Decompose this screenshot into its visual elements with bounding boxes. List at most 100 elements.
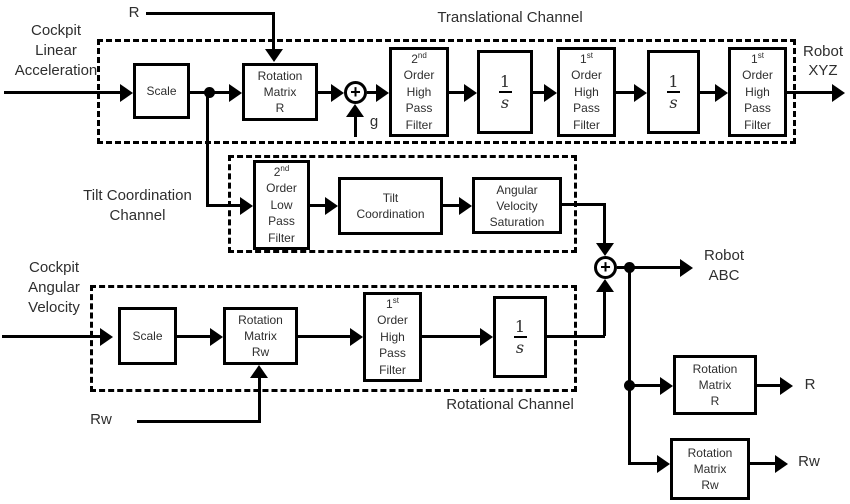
- arrowhead: [596, 243, 614, 256]
- hpf1a-line2: Order: [571, 68, 602, 83]
- fraction-bar: [513, 336, 527, 338]
- connector-integrator-rot-out-h: [547, 335, 605, 338]
- hpf2-line2: Order: [403, 68, 435, 83]
- rotmatrix-rw-line1: Rotation: [238, 313, 283, 327]
- sum-junction-translational: +: [344, 81, 367, 104]
- connector-branch-to-tilt-h: [206, 203, 241, 207]
- block-rotation-matrix-r: Rotation Matrix R: [242, 63, 318, 121]
- block-integrator-1: 1 s: [477, 50, 533, 134]
- input-cockpit-angular-velocity-label: Cockpit Angular Velocity: [0, 258, 108, 318]
- branch-dot-translational: [204, 87, 215, 98]
- arrowhead: [634, 83, 647, 102]
- tilt-coordination-line1: Tilt: [382, 191, 399, 205]
- hpf1c-line3: High: [380, 329, 405, 344]
- rotmatrix-r-line2: Matrix: [263, 85, 297, 99]
- block-1st-order-high-pass-filter-1: 1st Order High Pass Filter: [557, 47, 616, 137]
- arrowhead: [464, 83, 477, 102]
- arrowhead: [265, 49, 283, 62]
- out-rotmatrix-rw-line3: Rw: [701, 478, 719, 492]
- arrowhead: [715, 83, 728, 102]
- connector-out-r: [757, 383, 781, 387]
- hpf1c-sup: st: [392, 295, 399, 305]
- branch-dot-rotmatrix: [624, 380, 635, 391]
- connector-r-input-h: [146, 11, 275, 15]
- integrator-denominator: s: [500, 93, 510, 112]
- connector-branch-to-tilt-v: [206, 92, 209, 205]
- scale-label: Scale: [132, 329, 163, 343]
- out-rotmatrix-r-line2: Matrix: [698, 378, 732, 392]
- connector-tiltcoord-to-avs: [443, 203, 461, 207]
- scale-label: Scale: [146, 84, 177, 98]
- arrowhead: [832, 83, 845, 102]
- connector-output-branch-v: [628, 267, 631, 463]
- arrowhead: [346, 104, 364, 117]
- connector-out-rw: [750, 461, 776, 465]
- arrowhead: [680, 259, 693, 277]
- input-g-label: g: [369, 113, 379, 130]
- integrator-denominator: s: [669, 93, 678, 112]
- arrowhead: [120, 83, 133, 102]
- connector-integrator1-to-hpf1a: [533, 90, 545, 94]
- robot-xyz-line1: Robot: [802, 43, 844, 60]
- hpf1b-line3: High: [745, 84, 770, 99]
- arrowhead: [657, 454, 670, 473]
- hpf1c-line4: Pass: [379, 346, 406, 361]
- output-robot-xyz-label: Robot XYZ: [797, 42, 849, 80]
- integrator-numerator: 1: [668, 72, 679, 91]
- lpf2-ord: 2: [273, 164, 281, 179]
- connector-avs-out-v: [603, 202, 606, 245]
- out-rotmatrix-r-line3: R: [710, 394, 720, 408]
- integrator-fraction: 1 s: [498, 73, 512, 112]
- hpf1a-order-line: 1st: [580, 51, 593, 68]
- avs-line3: Saturation: [489, 214, 545, 229]
- connector-hpf2-to-integrator1: [449, 90, 465, 94]
- out-rotmatrix-rw-line2: Matrix: [693, 462, 727, 476]
- lpf2-line5: Filter: [268, 230, 295, 245]
- hpf2-ord: 2: [411, 51, 418, 66]
- angular-vel-line2: Angular: [28, 279, 80, 296]
- block-output-rotation-matrix-rw: Rotation Matrix Rw: [670, 438, 750, 500]
- arrowhead: [480, 327, 493, 346]
- hpf2-line3: High: [406, 84, 432, 99]
- input-rw-label: Rw: [90, 411, 112, 428]
- linear-accel-line3: Acceleration: [14, 62, 98, 79]
- hpf1a-line4: Pass: [573, 101, 600, 116]
- connector-hpf1a-to-integrator2: [616, 90, 635, 94]
- tilt-channel-label-line2: Channel: [109, 207, 166, 224]
- arrowhead: [250, 365, 268, 378]
- plus-symbol: +: [350, 82, 361, 102]
- connector-integrator-rot-out-v: [603, 291, 606, 336]
- robot-xyz-line2: XYZ: [808, 62, 838, 79]
- fraction-bar: [498, 91, 512, 93]
- rotational-channel-label: Rotational Channel: [446, 396, 574, 413]
- out-rotmatrix-r-line1: Rotation: [692, 362, 738, 376]
- block-1st-order-high-pass-filter-2: 1st Order High Pass Filter: [728, 47, 787, 137]
- translational-channel-label: Translational Channel: [437, 9, 583, 26]
- rotmatrix-r-line1: Rotation: [257, 69, 303, 83]
- connector-sum-to-hpf2: [367, 90, 379, 94]
- arrowhead: [331, 83, 344, 102]
- integrator-fraction: 1 s: [667, 73, 680, 111]
- hpf1a-line3: High: [574, 84, 599, 99]
- linear-accel-line2: Linear: [35, 42, 77, 59]
- avs-line2: Velocity: [496, 198, 538, 213]
- hpf1a-ord: 1: [580, 51, 587, 66]
- lpf2-order-line: 2nd: [274, 164, 290, 181]
- output-rw-label: Rw: [798, 453, 820, 470]
- connector-robot-xyz-out: [787, 90, 832, 94]
- connector-rotmatrix-rw-to-hpf: [298, 334, 353, 338]
- block-output-rotation-matrix-r: Rotation Matrix R: [673, 355, 757, 415]
- arrowhead: [229, 83, 242, 102]
- tilt-channel-label-line1: Tilt Coordination: [83, 187, 192, 204]
- connector-rotmatrix-to-sum: [318, 90, 336, 94]
- sum-junction-output: +: [594, 256, 617, 279]
- plus-symbol: +: [600, 257, 611, 277]
- rotational-channel-boundary: [90, 285, 577, 392]
- connector-g-input: [354, 116, 357, 137]
- hpf1a-line5: Filter: [573, 117, 600, 132]
- arrowhead: [376, 83, 389, 102]
- arrowhead: [780, 376, 793, 395]
- arrowhead: [240, 196, 253, 215]
- hpf2-order-line: 2nd: [411, 51, 427, 68]
- connector-robot-abc-out: [617, 266, 681, 269]
